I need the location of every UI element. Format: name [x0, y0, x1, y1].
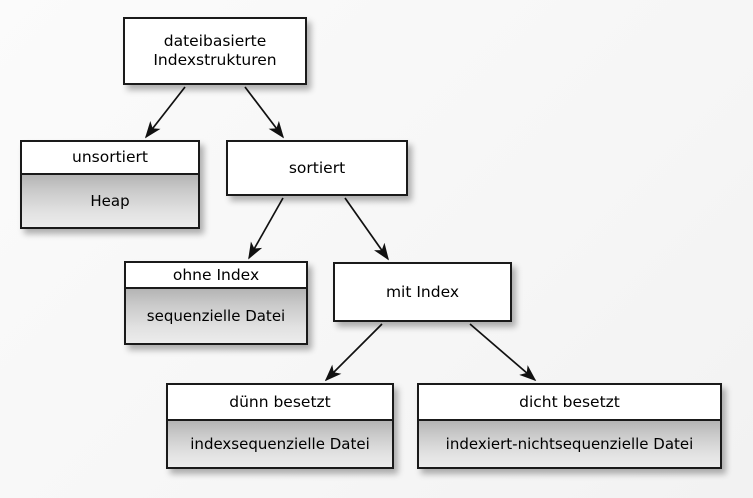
edge-sortiert-to-mit-index: [344, 197, 389, 261]
node-ohne-index-label: ohne Index: [126, 263, 306, 287]
edge-root-to-unsortiert: [144, 86, 186, 139]
node-dicht-besetzt-label: dicht besetzt: [419, 385, 720, 419]
node-unsortiert-label: unsortiert: [22, 142, 198, 173]
edge-mit-index-to-duenn: [324, 323, 383, 382]
edge-root-to-sortiert: [244, 86, 285, 139]
node-unsortiert-sublabel: Heap: [22, 173, 198, 227]
node-sortiert[interactable]: sortiert: [226, 140, 408, 196]
edge-sortiert-to-ohne-index: [248, 197, 284, 260]
node-ohne-index-sublabel: sequenzielle Datei: [126, 287, 306, 343]
node-dicht-besetzt-sublabel: indexiert-nichtsequenzielle Datei: [419, 419, 720, 467]
node-duenn-besetzt-label: dünn besetzt: [168, 385, 392, 419]
node-mit-index-label: mit Index: [335, 264, 510, 320]
node-sortiert-label: sortiert: [228, 142, 406, 194]
node-duenn-besetzt-sublabel: indexsequenzielle Datei: [168, 419, 392, 467]
node-mit-index[interactable]: mit Index: [333, 262, 512, 322]
node-root[interactable]: dateibasierte Indexstrukturen: [123, 17, 307, 85]
node-root-label: dateibasierte Indexstrukturen: [125, 19, 305, 83]
edge-mit-index-to-dicht: [469, 323, 537, 382]
